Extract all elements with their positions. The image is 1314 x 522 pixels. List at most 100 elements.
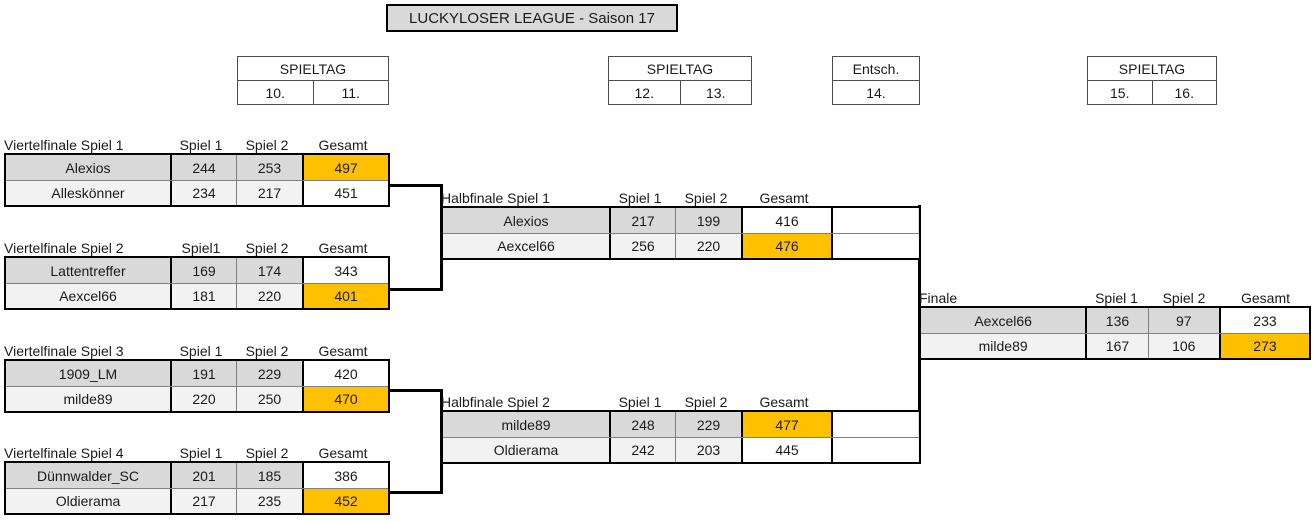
table-row[interactable]: Alexios 217 199 416	[443, 208, 919, 233]
quarterfinal-1-col-total: Gesamt	[318, 137, 368, 153]
matchday-days-3: 14.	[833, 81, 919, 105]
player-name: Aexcel66	[974, 312, 1032, 329]
table-row[interactable]: 1909_LM 191 229 420	[6, 361, 388, 386]
table-row[interactable]: Aexcel66 181 220 401	[6, 283, 388, 308]
player-name: Aexcel66	[59, 288, 117, 304]
matchday-label-3: Entsch.	[833, 57, 919, 81]
quarterfinal-3-col-game2: Spiel 2	[245, 343, 289, 359]
table-row[interactable]: Aexcel66 136 97 233	[921, 308, 1309, 333]
quarterfinal-1-col-game2: Spiel 2	[245, 137, 289, 153]
score-total: 386	[302, 463, 388, 488]
final-col-total: Gesamt	[1240, 290, 1290, 306]
score-total: 497	[302, 155, 388, 180]
player-name: 1909_LM	[58, 365, 118, 382]
bracket-line-qf3-out	[388, 389, 443, 392]
player-name: milde89	[63, 391, 113, 407]
score-game1: 167	[1085, 334, 1147, 358]
final-col-game1: Spiel 1	[1095, 290, 1138, 306]
matchday-days-2: 12. 13.	[609, 81, 751, 105]
page-title: LUCKYLOSER LEAGUE - Saison 17	[386, 4, 678, 32]
score-game2: 229	[236, 361, 302, 386]
table-row[interactable]: Alleskönner 234 217 451	[6, 180, 388, 205]
match-final: Finale Spiel 1 Spiel 2 Gesamt Aexcel66 1…	[919, 285, 1311, 360]
score-game2: 199	[675, 208, 741, 233]
score-game1: 201	[170, 463, 236, 488]
quarterfinal-4-header-row: Viertelfinale Spiel 4 Spiel 1 Spiel 2 Ge…	[4, 440, 390, 461]
player-name: milde89	[978, 338, 1028, 354]
matchday-box-2: SPIELTAG 12. 13.	[608, 56, 752, 105]
table-row[interactable]: Lattentreffer 169 174 343	[6, 258, 388, 283]
quarterfinal-3-col-total: Gesamt	[318, 343, 368, 359]
page-title-text: LUCKYLOSER LEAGUE - Saison 17	[409, 9, 655, 27]
matchday-label-4: SPIELTAG	[1088, 57, 1216, 81]
score-game1: 234	[170, 181, 236, 205]
semifinal-1-table: Alexios 217 199 416 Aexcel66 256 220 476	[441, 206, 921, 260]
score-total: 416	[741, 208, 831, 233]
quarterfinal-1-header-row: Viertelfinale Spiel 1 Spiel 1 Spiel 2 Ge…	[4, 132, 390, 153]
matchday-day-16: 16.	[1151, 81, 1217, 105]
score-total: 420	[302, 361, 388, 386]
match-quarterfinal-4: Viertelfinale Spiel 4 Spiel 1 Spiel 2 Ge…	[4, 440, 390, 515]
score-total: 470	[302, 387, 388, 411]
quarterfinal-4-col-game1: Spiel 1	[179, 445, 223, 461]
table-row[interactable]: milde89 167 106 273	[921, 333, 1309, 358]
score-game2: 217	[236, 181, 302, 205]
matchday-day-11: 11.	[312, 81, 389, 105]
player-name: Oldierama	[493, 442, 559, 458]
table-row[interactable]: Alexios 244 253 497	[6, 155, 388, 180]
quarterfinal-4-col-total: Gesamt	[318, 445, 368, 461]
matchday-label-2: SPIELTAG	[609, 57, 751, 81]
matchday-day-14: 14.	[866, 85, 886, 101]
score-game2: 203	[675, 438, 741, 462]
score-game1: 244	[170, 155, 236, 180]
score-total: 273	[1218, 334, 1309, 358]
final-table: Aexcel66 136 97 233 milde89 167 106 273	[919, 306, 1311, 360]
table-row[interactable]: Aexcel66 256 220 476	[443, 233, 919, 258]
table-row[interactable]: Dünnwalder_SC 201 185 386	[6, 463, 388, 488]
quarterfinal-2-table: Lattentreffer 169 174 343 Aexcel66 181 2…	[4, 256, 390, 310]
bracket-line-qf1-out	[388, 184, 443, 187]
score-game2: 250	[236, 387, 302, 411]
table-row[interactable]: milde89 248 229 477	[443, 412, 919, 437]
quarterfinal-2-col-total: Gesamt	[318, 240, 368, 256]
quarterfinal-1-caption: Viertelfinale Spiel 1	[4, 137, 124, 153]
matchday-day-10: 10.	[265, 85, 285, 101]
player-name: Oldierama	[55, 493, 121, 509]
table-row[interactable]: milde89 220 250 470	[6, 386, 388, 411]
semifinal-2-table: milde89 248 229 477 Oldierama 242 203 44…	[441, 410, 921, 464]
score-total: 401	[302, 284, 388, 308]
semifinal-2-col-game1: Spiel 1	[618, 394, 662, 410]
score-game2: 97	[1147, 308, 1219, 333]
semifinal-1-col-game1: Spiel 1	[618, 190, 662, 206]
semifinal-2-caption: Halbfinale Spiel 2	[441, 394, 550, 410]
player-name: Dünnwalder_SC	[37, 467, 139, 484]
matchday-day-15: 15.	[1110, 85, 1130, 101]
match-semifinal-2: Halbfinale Spiel 2 Spiel 1 Spiel 2 Gesam…	[441, 389, 921, 464]
matchday-box-3: Entsch. 14.	[832, 56, 920, 105]
score-game2: 235	[236, 489, 302, 513]
player-name: Alexios	[503, 212, 549, 229]
table-row[interactable]: Oldierama 217 235 452	[6, 488, 388, 513]
player-name: Alexios	[65, 159, 111, 176]
match-quarterfinal-1: Viertelfinale Spiel 1 Spiel 1 Spiel 2 Ge…	[4, 132, 390, 207]
score-game1: 169	[170, 258, 236, 283]
quarterfinal-2-col-game2: Spiel 2	[245, 240, 289, 256]
quarterfinal-4-col-game2: Spiel 2	[245, 445, 289, 461]
table-row[interactable]: Oldierama 242 203 445	[443, 437, 919, 462]
quarterfinal-3-table: 1909_LM 191 229 420 milde89 220 250 470	[4, 359, 390, 413]
semifinal-1-col-total: Gesamt	[759, 190, 809, 206]
score-game2: 106	[1147, 334, 1219, 358]
match-quarterfinal-3: Viertelfinale Spiel 3 Spiel 1 Spiel 2 Ge…	[4, 338, 390, 413]
match-quarterfinal-2: Viertelfinale Spiel 2 Spiel1 Spiel 2 Ges…	[4, 235, 390, 310]
quarterfinal-3-col-game1: Spiel 1	[179, 343, 223, 359]
score-game1: 256	[609, 234, 675, 258]
bracket-line-qf4-out	[388, 491, 443, 494]
score-total: 451	[302, 181, 388, 205]
quarterfinal-1-table: Alexios 244 253 497 Alleskönner 234 217 …	[4, 153, 390, 207]
score-game2: 220	[236, 284, 302, 308]
quarterfinal-3-header-row: Viertelfinale Spiel 3 Spiel 1 Spiel 2 Ge…	[4, 338, 390, 359]
score-total: 477	[741, 412, 831, 437]
score-game1: 136	[1085, 308, 1147, 333]
score-game1: 220	[170, 387, 236, 411]
score-total: 233	[1218, 308, 1309, 333]
